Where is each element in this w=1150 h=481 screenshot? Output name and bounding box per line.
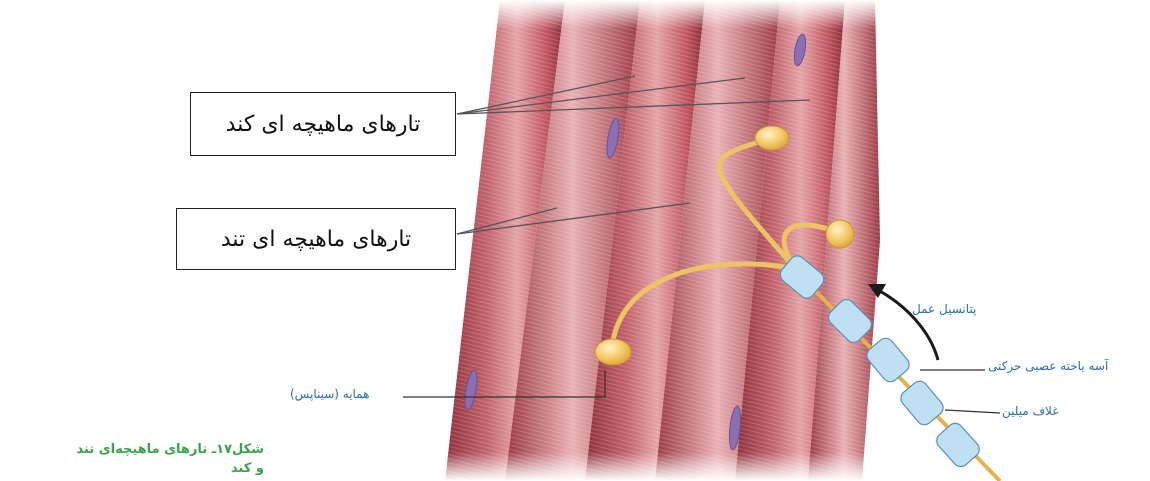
synaptic-knob <box>755 126 789 150</box>
caption-line-2: و کند <box>14 459 264 478</box>
action-potential-label: پتانسیل عمل <box>912 302 976 316</box>
motor-neuron-label: آسه یاخته عصبی حرکتی <box>988 359 1108 373</box>
synaptic-knob <box>595 339 631 365</box>
slow-fibers-label: تارهای ماهیچه ای کند <box>190 92 456 156</box>
myelin-sheath-label: غلاف میلین <box>1002 404 1058 418</box>
fast-fibers-label: تارهای ماهیچه ای تند <box>176 208 456 270</box>
muscle-fibers <box>430 0 890 481</box>
synapse-label: همایه (سیناپس) <box>290 387 369 401</box>
synaptic-knob <box>826 220 854 248</box>
myelin-segment <box>933 420 982 470</box>
caption-line-1: شکل۱۷ـ تارهای ماهیچه‌ای تند <box>14 440 264 459</box>
figure-caption: شکل۱۷ـ تارهای ماهیچه‌ای تند و کند <box>14 440 264 478</box>
